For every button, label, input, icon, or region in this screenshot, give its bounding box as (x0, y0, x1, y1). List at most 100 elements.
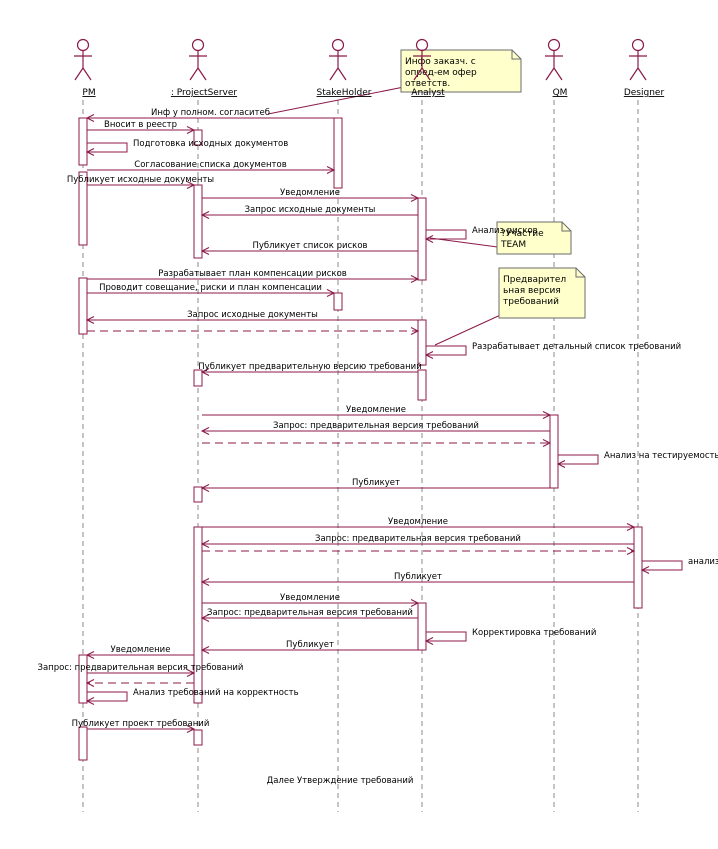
arrow-head (186, 181, 196, 189)
note-line: ?Участие (501, 229, 544, 239)
arrow-head (85, 316, 95, 324)
message: Запрос исходные документы (200, 205, 418, 219)
actor-pm: PM (74, 38, 96, 98)
arrow-head (200, 578, 210, 586)
arrow-head (85, 679, 95, 687)
message (87, 327, 420, 335)
arrow-head (542, 439, 552, 447)
arrow-head (85, 697, 95, 705)
message-label: Анализ требований на корректность (133, 688, 299, 698)
activation-bar (78, 117, 88, 166)
arrow-head (410, 194, 420, 202)
message: Уведомление (202, 593, 420, 607)
activation-bar (417, 197, 427, 281)
message-label: Согласование списка документов (134, 160, 286, 170)
message: Запрос: предварительная версия требовани… (200, 534, 634, 548)
message: Согласование списка документов (87, 160, 336, 174)
message: Запрос: предварительная версия требовани… (200, 421, 550, 435)
note-anchor-line (267, 85, 410, 115)
message (202, 439, 552, 447)
message: анализ на реализуемость (640, 557, 718, 574)
note-anchor-line (429, 237, 506, 249)
footer-text: Далее Утверждение требований (267, 776, 414, 786)
message: Публикует исходные документы (67, 175, 214, 189)
stick-figure-icon (545, 38, 563, 81)
message-label: Запрос: предварительная версия требовани… (38, 663, 244, 673)
arrow-head (424, 235, 434, 243)
message: Публикует (200, 640, 418, 654)
arrow-head (424, 351, 434, 359)
arrow-head (200, 646, 210, 654)
arrow-head (200, 247, 210, 255)
message-label: Уведомление (388, 517, 448, 527)
note-fold (561, 222, 571, 232)
activation-bar (78, 726, 88, 761)
activation-bar (333, 117, 343, 189)
activation-bar (193, 129, 203, 146)
message-label: Запрос исходные документы (187, 310, 318, 320)
actor-label: PM (82, 88, 95, 98)
note-line: требований (503, 297, 559, 307)
actor-de: Designer (624, 38, 665, 98)
arrow-head (200, 211, 210, 219)
message: Анализ рисков (424, 226, 538, 243)
activation-bar (78, 277, 88, 335)
message: Публикует (200, 572, 634, 586)
self-message-line (426, 631, 467, 642)
message: Проводит совещание, риски и план компенс… (87, 283, 336, 297)
arrow-head (200, 614, 210, 622)
self-message-line (87, 142, 128, 153)
arrow-head (85, 651, 95, 659)
message: Публикует (200, 478, 550, 492)
actor-qm: QM (545, 38, 567, 98)
message-label: Проводит совещание, риски и план компенс… (99, 283, 322, 293)
stick-figure-icon (329, 38, 347, 81)
self-message-line (426, 229, 467, 240)
message: Публикует предварительную версию требова… (198, 362, 422, 376)
arrow-head (85, 114, 95, 122)
message-label: Публикует предварительную версию требова… (198, 362, 421, 372)
arrow-head (85, 148, 95, 156)
note-line: опред-ем офер (405, 68, 477, 78)
note-line: ьная версия (503, 286, 561, 296)
arrow-head (200, 427, 210, 435)
actor-sh: StakeHolder (317, 38, 372, 98)
message-label: Анализ рисков (472, 226, 538, 236)
arrow-head (186, 669, 196, 677)
actor-label: StakeHolder (317, 88, 372, 98)
message-label: Разрабатывает детальный список требовани… (472, 342, 681, 352)
message: Уведомление (202, 517, 636, 531)
activation-bar (193, 526, 203, 704)
message-label: Публикует (394, 572, 442, 582)
activation-bar (417, 319, 427, 366)
arrow-head (186, 126, 196, 134)
self-message-line (426, 345, 467, 356)
arrow-head (556, 460, 566, 468)
arrow-head (424, 637, 434, 645)
note-fold (511, 50, 521, 60)
actor-label: Analyst (411, 88, 445, 98)
message-label: Публикует (286, 640, 334, 650)
arrow-head (326, 289, 336, 297)
arrow-head (326, 166, 336, 174)
note-fold (575, 268, 585, 278)
message-label: Запрос: предварительная версия требовани… (273, 421, 479, 431)
arrow-head (410, 275, 420, 283)
message-label: Инф у полном. согласитеб (151, 108, 270, 118)
note-line: ответств. (405, 79, 450, 89)
message: Корректировка требований (424, 628, 596, 645)
actor-label: Designer (624, 88, 665, 98)
activation-bar (417, 602, 427, 651)
stick-figure-icon (74, 38, 92, 81)
self-message-line (642, 560, 683, 571)
message-label: Публикует проект требований (72, 719, 210, 729)
activation-bar (193, 486, 203, 503)
stick-figure-icon (189, 38, 207, 81)
activation-bar (549, 414, 559, 489)
note-line: Инфо заказч. с (405, 57, 476, 67)
message: Уведомление (85, 645, 194, 659)
